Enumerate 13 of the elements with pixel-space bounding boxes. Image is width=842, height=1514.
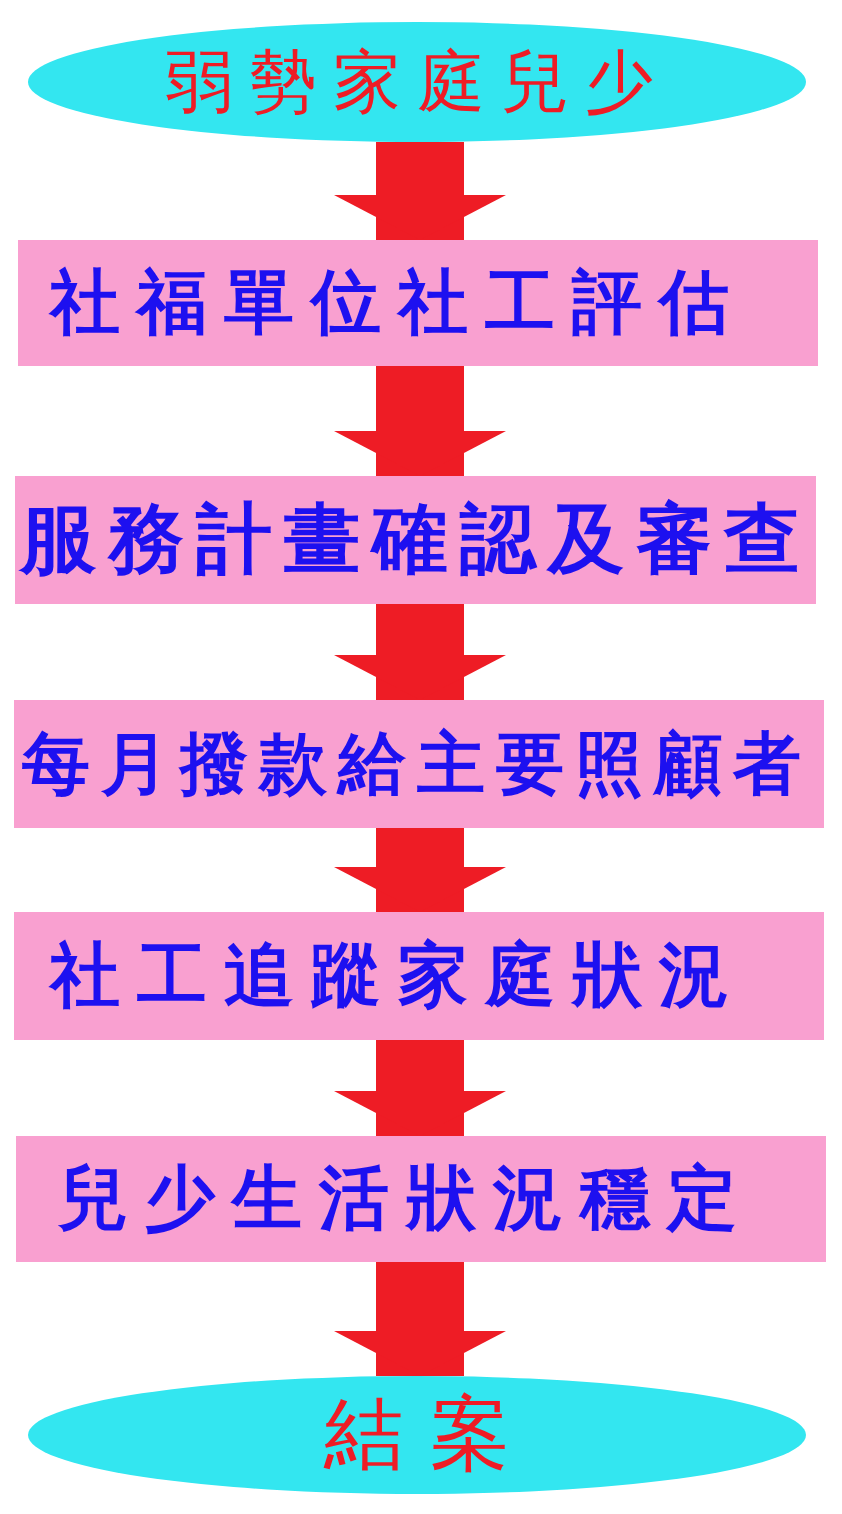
terminal-ellipse: 結 案: [28, 1376, 806, 1494]
process-box: 社福單位社工評估: [18, 240, 818, 366]
block-arrow: [334, 828, 506, 912]
process-box: 每月撥款給主要照顧者: [14, 700, 824, 828]
process-box: 服務計畫確認及審查: [15, 476, 816, 604]
block-arrow: [334, 604, 506, 700]
process-box: 兒少生活狀況穩定: [16, 1136, 826, 1262]
block-arrow: [334, 1040, 506, 1136]
block-arrow: [334, 1262, 506, 1376]
block-arrow: [334, 142, 506, 240]
process-box: 社工追蹤家庭狀況: [14, 912, 824, 1040]
terminal-ellipse: 弱勢家庭兒少: [28, 22, 806, 142]
block-arrow: [334, 366, 506, 476]
